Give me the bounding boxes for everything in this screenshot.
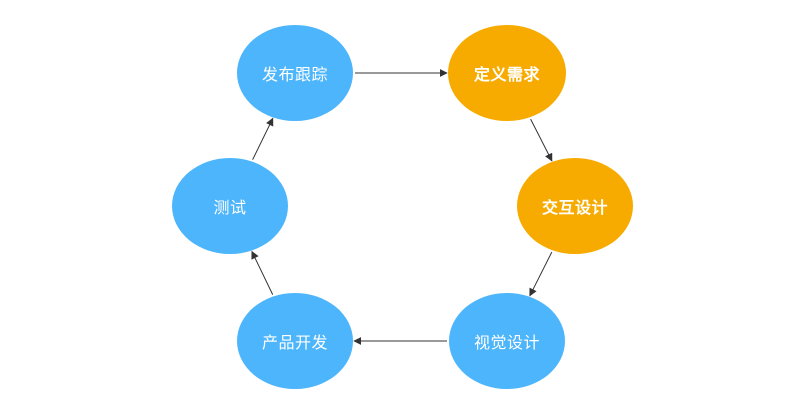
- node-product-development-label: 产品开发: [261, 333, 328, 352]
- node-testing: 测试: [172, 158, 288, 254]
- node-interaction-design-label: 交互设计: [541, 198, 608, 217]
- arrow-test-to-publish: [252, 117, 274, 160]
- node-publish-tracking: 发布跟踪: [237, 25, 353, 121]
- node-publish-tracking-label: 发布跟踪: [261, 65, 328, 84]
- node-define-requirements: 定义需求: [448, 25, 566, 121]
- node-product-development: 产品开发: [237, 293, 353, 389]
- arrow-define-to-interact: [530, 118, 553, 162]
- node-define-requirements-label: 定义需求: [473, 65, 540, 84]
- node-testing-label: 测试: [213, 198, 247, 217]
- node-visual-design: 视觉设计: [449, 293, 565, 389]
- arrow-develop-to-test: [251, 250, 274, 295]
- node-interaction-design: 交互设计: [517, 158, 633, 254]
- node-visual-design-label: 视觉设计: [473, 333, 540, 352]
- arrow-interact-to-visual: [529, 251, 553, 297]
